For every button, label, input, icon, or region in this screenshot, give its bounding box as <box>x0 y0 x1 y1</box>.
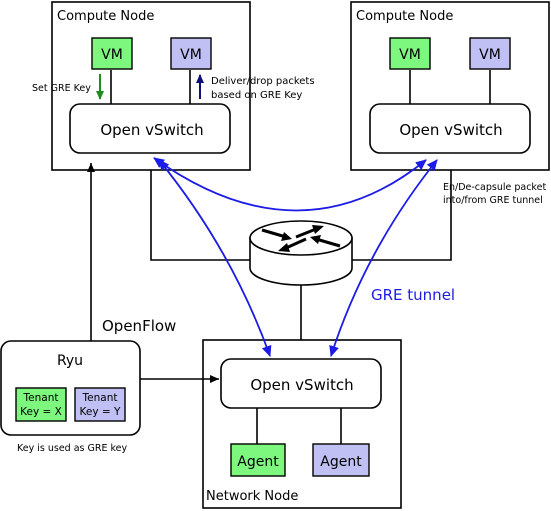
ryu-note: Key is used as GRE key <box>17 443 128 454</box>
agent-purple-label: Agent <box>320 454 362 470</box>
tenant-x-box <box>15 387 67 422</box>
vm-purple-left-label: VM <box>180 47 202 63</box>
ovs-compute-right-label: Open vSwitch <box>399 121 502 139</box>
encap-label-line1: En/De-capsule packet <box>443 182 546 193</box>
ovs-network <box>220 358 382 409</box>
openflow-label: OpenFlow <box>102 317 176 335</box>
vm-purple-left <box>170 37 212 70</box>
tenant-x-line1: Tenant <box>23 392 59 404</box>
ryu-title: Ryu <box>57 353 83 369</box>
encap-label-line2: into/from GRE tunnel <box>443 195 543 206</box>
gre-tunnel-label: GRE tunnel <box>371 286 455 304</box>
vm-green-right <box>389 37 431 70</box>
vm-purple-right <box>469 37 511 70</box>
agent-green-label: Agent <box>237 454 279 470</box>
vm-green-left-label: VM <box>101 47 123 63</box>
compute-node-left: Compute Node VM VM Open vSwitch <box>51 1 251 171</box>
link-right-router <box>352 170 452 261</box>
ryu-controller: Ryu Tenant Key = X Tenant Key = Y <box>0 340 141 436</box>
set-gre-key-label: Set GRE Key <box>32 83 91 94</box>
gre-tunnel-left-network <box>158 159 272 357</box>
agent-purple <box>312 443 370 477</box>
ovs-network-label: Open vSwitch <box>250 376 353 394</box>
deliver-label-line2: based on GRE Key <box>211 90 302 101</box>
router-icon <box>249 220 353 286</box>
vm-green-right-label: VM <box>399 47 421 63</box>
compute-node-left-title: Compute Node <box>57 9 154 24</box>
vm-green-left <box>91 37 133 70</box>
ovs-compute-left <box>69 103 231 154</box>
ovs-compute-right <box>369 103 531 154</box>
network-node: Network Node Open vSwitch Agent Agent <box>202 339 402 509</box>
tenant-y-box <box>74 387 126 422</box>
vm-purple-right-label: VM <box>479 47 501 63</box>
deliver-label-line1: Deliver/drop packets <box>211 76 315 87</box>
tenant-x-line2: Key = X <box>20 406 62 418</box>
ovs-compute-left-label: Open vSwitch <box>100 121 203 139</box>
network-node-title: Network Node <box>206 489 298 504</box>
agent-green <box>230 443 286 477</box>
tenant-y-line2: Key = Y <box>80 406 122 418</box>
compute-node-right-title: Compute Node <box>356 9 453 24</box>
tenant-y-line1: Tenant <box>82 392 118 404</box>
link-left-router <box>150 170 250 261</box>
compute-node-right: Compute Node VM VM Open vSwitch <box>350 1 550 171</box>
gre-tunnel-right-network <box>329 159 438 357</box>
